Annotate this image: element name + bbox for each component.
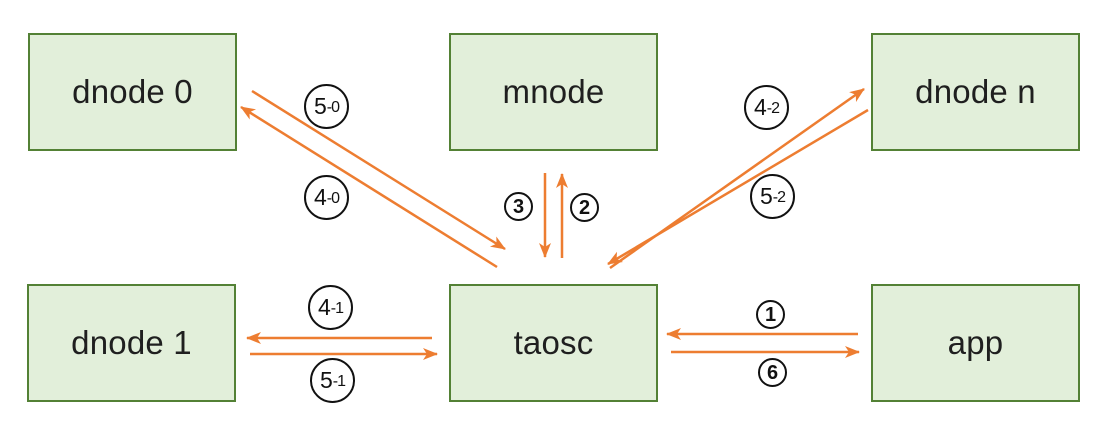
edge-label-5-2: 5-2: [750, 174, 795, 219]
edge-label-4-2-text: 4: [753, 94, 767, 120]
edge-label-5-1-text: 5: [319, 367, 333, 393]
edge-label-1: 1: [756, 300, 785, 329]
node-dnode-1-label: dnode 1: [71, 324, 192, 361]
node-dnode-n-label: dnode n: [915, 73, 1036, 110]
edge-label-1-text: 1: [764, 303, 777, 326]
edge-label-3-text: 3: [512, 195, 525, 218]
node-app-label: app: [947, 324, 1004, 361]
edge-label-6: 6: [758, 358, 787, 387]
edge-label-6-text: 6: [766, 361, 779, 384]
node-dnode-n: dnode n: [871, 33, 1080, 151]
edge-label-3: 3: [504, 192, 533, 221]
edge-label-4-0-text: 4: [313, 184, 327, 210]
edge-label-5-2-text: 5: [759, 183, 773, 209]
node-dnode-1: dnode 1: [27, 284, 236, 402]
edge-label-2-text: 2: [578, 196, 591, 219]
edge-label-4-2: 4-2: [744, 85, 789, 130]
edge-label-5-1: 5-1: [310, 358, 355, 403]
edge-label-4-1: 4-1: [308, 285, 353, 330]
node-dnode-0-label: dnode 0: [72, 73, 193, 110]
node-app: app: [871, 284, 1080, 402]
edge-label-5-0-text: 5: [313, 93, 327, 119]
node-dnode-0: dnode 0: [28, 33, 237, 151]
edge-label-4-0: 4-0: [304, 175, 349, 220]
edge-label-4-1-text: 4: [317, 294, 331, 320]
edge-label-5-0: 5-0: [304, 84, 349, 129]
node-taosc: taosc: [449, 284, 658, 402]
node-taosc-label: taosc: [513, 324, 594, 361]
node-mnode-label: mnode: [502, 73, 605, 110]
node-mnode: mnode: [449, 33, 658, 151]
edge-label-2: 2: [570, 193, 599, 222]
